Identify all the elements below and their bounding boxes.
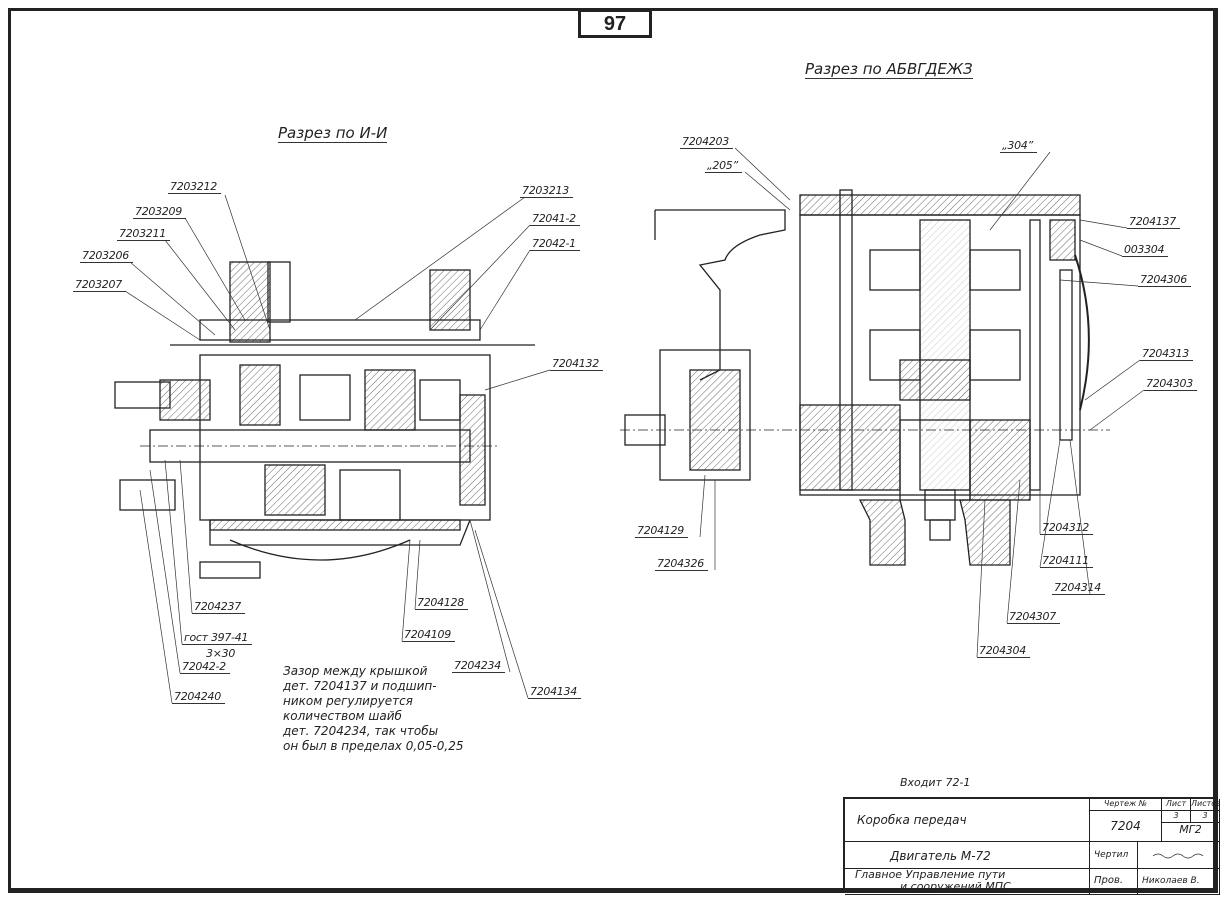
part-label: 7204313 bbox=[1140, 347, 1193, 361]
title-block: Коробка передач Чертеж № 7204 Лист Листо… bbox=[843, 797, 1220, 895]
part-label: „205” bbox=[705, 159, 742, 173]
part-label: 7203211 bbox=[117, 227, 170, 241]
product-name: Двигатель М-72 bbox=[845, 842, 1090, 869]
note-line: количеством шайб bbox=[283, 709, 402, 723]
part-label: 7203213 bbox=[520, 184, 573, 198]
part-label: 7204134 bbox=[528, 685, 581, 699]
part-label: 7204314 bbox=[1052, 581, 1105, 595]
part-label: 7204312 bbox=[1040, 521, 1093, 535]
left-gearbox-section bbox=[114, 261, 535, 579]
part-label: 7204132 bbox=[550, 357, 603, 371]
leader-lines bbox=[124, 147, 1145, 704]
assembly-note: Зазор между крышкой дет. 7204137 и подши… bbox=[283, 664, 463, 754]
org-code: МГ2 bbox=[1162, 823, 1220, 842]
part-label: 72042-2 bbox=[180, 660, 230, 674]
org-line: Главное Управление пути bbox=[855, 869, 1006, 881]
note-line: Зазор между крышкой bbox=[283, 664, 428, 678]
left-view-title: Разрез по И-И bbox=[278, 124, 388, 143]
part-label: 7204111 bbox=[1040, 554, 1093, 568]
part-label: 72041-2 bbox=[530, 212, 580, 226]
sheet-label: Лист bbox=[1162, 799, 1191, 811]
drew-signature bbox=[1138, 842, 1220, 869]
right-view-title: Разрез по АБВГДЕЖЗ bbox=[805, 60, 973, 79]
part-label: 7204240 bbox=[172, 690, 225, 704]
checked-label: Пров. bbox=[1090, 869, 1138, 895]
org-line: и сооружений МПС bbox=[900, 880, 1011, 893]
drawing-name: Коробка передач bbox=[845, 799, 1090, 842]
part-label: гост 397-41 bbox=[182, 631, 253, 645]
organization: Главное Управление пути и сооружений МПС bbox=[845, 869, 1090, 895]
page-number: 97 bbox=[578, 9, 652, 38]
enters-assembly: Входит 72-1 bbox=[900, 776, 971, 789]
note-line: дет. 7204234, так чтобы bbox=[283, 724, 439, 738]
note-line: он был в пределах 0,05-0,25 bbox=[283, 739, 464, 753]
sheets-value: 3 bbox=[1191, 811, 1220, 823]
sheet-value: 3 bbox=[1162, 811, 1191, 823]
part-label: 72042-1 bbox=[530, 237, 580, 251]
note-line: ником регулируется bbox=[283, 694, 413, 708]
part-label: 7204307 bbox=[1007, 610, 1060, 624]
part-label: 7203206 bbox=[80, 249, 133, 263]
part-label: 7203212 bbox=[168, 180, 221, 194]
part-label: 3×30 bbox=[206, 647, 236, 660]
part-label: 7204109 bbox=[402, 628, 455, 642]
part-label: 7204234 bbox=[452, 659, 505, 673]
part-label: 7203209 bbox=[133, 205, 186, 219]
part-label: 7203207 bbox=[73, 278, 126, 292]
part-label: „304” bbox=[1000, 139, 1037, 153]
drew-label: Чертил bbox=[1090, 842, 1138, 869]
part-label: 003304 bbox=[1122, 243, 1169, 257]
part-label: 7204326 bbox=[655, 557, 708, 571]
part-label: 7204304 bbox=[977, 644, 1030, 658]
part-label: 7204129 bbox=[635, 524, 688, 538]
sheets-label: Листов bbox=[1191, 799, 1220, 811]
drawing-number: 7204 bbox=[1090, 811, 1162, 842]
part-label: 7204128 bbox=[415, 596, 468, 610]
part-label: 7204203 bbox=[680, 135, 733, 149]
checked-name: Николаев В. bbox=[1138, 869, 1220, 895]
part-label: 7204137 bbox=[1127, 215, 1180, 229]
right-gearbox-section bbox=[620, 189, 1110, 566]
part-label: 7204303 bbox=[1144, 377, 1197, 391]
part-label: 7204237 bbox=[192, 600, 245, 614]
part-label: 7204306 bbox=[1138, 273, 1191, 287]
note-line: дет. 7204137 и подшип- bbox=[283, 679, 437, 693]
drawing-no-label: Чертеж № bbox=[1090, 799, 1162, 811]
